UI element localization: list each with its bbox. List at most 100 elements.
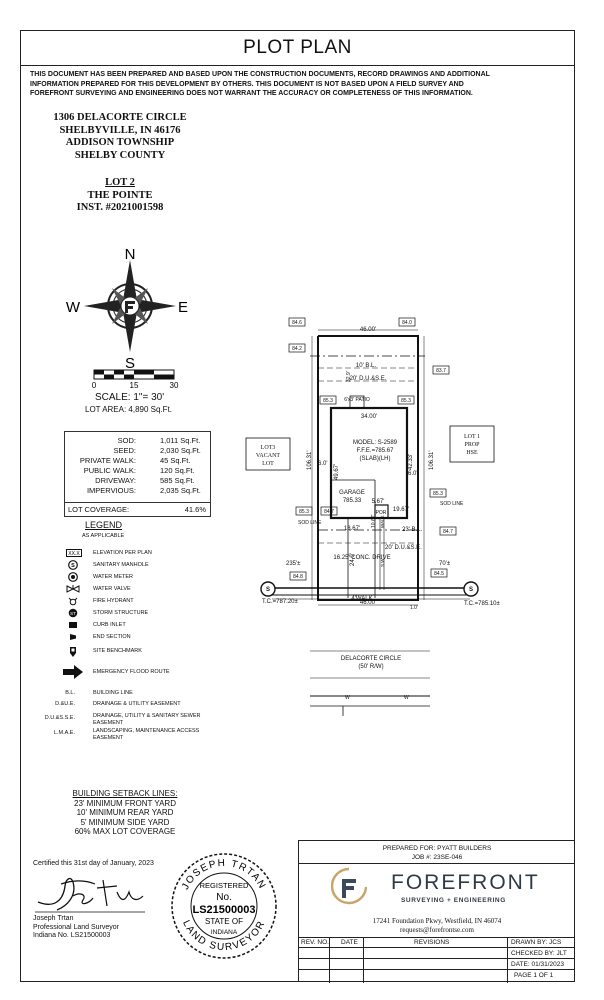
setback-title: BUILDING SETBACK LINES: [72,789,178,798]
rear-setback: 32.9' [346,371,352,382]
elev-label: 84.6 [292,320,302,326]
porch-label: POR [376,510,387,516]
water-meter-icon [68,572,78,582]
lot-number: LOT 2 [105,177,135,188]
legend-item: S SANITARY MANHOLE [30,560,230,572]
company-address: 17241 Foundation Pkwy, Westfield, IN 460… [372,917,502,925]
disclaimer-line: INFORMATION PREPARED FOR THIS DEVELOPMEN… [30,80,464,88]
address-city: SHELBYVILLE, IN 46176 [59,124,181,136]
width-top: 46.00' [360,327,376,333]
brand-tagline: SURVEYING + ENGINEERING [401,897,506,904]
legend-item: XX.X ELEVATION PER PLAN [30,548,230,560]
legend-subtitle: AS APPLICABLE [82,533,125,539]
water-valve-icon [66,585,80,593]
front-easement: 20' D.U.&S.E. [385,545,422,551]
garage-label: GARAGE [339,490,365,496]
setback-line: 23' MINIMUM FRONT YARD [74,798,176,808]
model-label: MODEL: S-2589 [353,440,398,446]
prepared-for: PREPARED FOR: PYATT BUILDERS [382,845,492,852]
garage-elevation: 785.33 [343,498,362,504]
lot-boundary [317,335,419,601]
seal-indiana: INDIANA [211,929,238,936]
legend-label: ELEVATION PER PLAN [93,550,152,556]
lot1-line: LOT 1 [464,434,480,440]
stat-key: IMPERVIOUS: [86,486,136,495]
front-building-line: 23' B.L. [402,527,422,533]
forefront-logo-icon [331,867,367,905]
lot1-line: HSE [466,450,478,456]
stat-row: SOD: 1,011 Sq.Ft. [65,436,210,446]
walk-offset: 1.0' [410,605,418,611]
rev-no-header: REV. NO. [301,939,329,946]
porch-depth: 10.67' [371,514,377,528]
legend-label: WATER METER [93,574,134,580]
north-arrow-icon: N S W E [66,246,188,370]
disclaimer-line: FOREFRONT SURVEYING AND ENGINEERING DOES… [30,90,473,97]
sanitary-manhole-icon: S [68,560,78,570]
house-footprint [329,406,409,520]
stat-key: PUBLIC WALK: [83,466,136,475]
scale-label: SCALE: 1"= 30' [95,392,165,403]
stat-key: SOD: [117,436,136,445]
coverage-key: LOT COVERAGE: [68,505,130,514]
surveyor-signature [35,877,145,913]
abbr-value: DRAINAGE, UTILITY & SANITARY SEWER EASEM… [93,713,201,726]
elev-label: 85.3 [323,398,333,404]
legend-item: EMERGENCY FLOOD ROUTE [30,664,230,680]
width-bottom: 46.00' [360,600,376,606]
stat-row: IMPERVIOUS:2,035 Sq.Ft. [65,486,210,496]
seal-state: STATE OF [205,917,243,926]
elevation-box-icon: XX.X [66,549,82,557]
abbr-item: D.U.&S.S.E. DRAINAGE, UTILITY & SANITARY… [30,713,230,727]
water-line: W [345,695,350,701]
area-summary-table: SOD:1,011 Sq.Ft. SEED:2,030 Sq.Ft. PRIVA… [64,431,211,517]
title-block: PREPARED FOR: PYATT BUILDERS JOB #: 23SE… [298,840,575,983]
lot-coverage-row: LOT COVERAGE: 41.6% [65,502,210,516]
abbr-item: L.M.A.E. LANDSCAPING, MAINTENANCE ACCESS… [30,728,230,742]
patio [349,395,365,409]
site-benchmark-icon [70,647,76,657]
drawn-by: DRAWN BY: JCS [511,939,562,946]
tc-right: T.C.=785.10± [464,601,501,607]
sod-line-right: SOD LINE [440,501,464,507]
abbr-item: B.L. BUILDING LINE [30,690,230,702]
abbr-key: B.L. [65,690,75,696]
abbr-value: LANDSCAPING, MAINTENANCE ACCESS EASEMENT [93,728,200,741]
svg-text:XX.X: XX.X [68,551,80,557]
storm-structure-icon: ST [68,608,78,618]
curb-cut-right: 70'± [439,561,451,567]
lot1-box [449,425,495,463]
right-of-way: (50' R/W) [358,664,383,670]
lot-area: LOT AREA: 4,890 Sq.Ft. [85,405,173,414]
subdivision-name: THE POINTE [87,189,153,201]
address-township: ADDISON TOWNSHIP [65,137,175,148]
disclaimer: THIS DOCUMENT HAS BEEN PREPARED AND BASE… [30,70,570,99]
abbr-key: D.&U.E. [55,701,75,707]
manhole-label: S [266,587,270,593]
legend-label: FIRE HYDRANT [93,598,134,604]
legend-item: CURB INLET [30,620,230,632]
surveyor-seal: JOSEPH TRTAN LAND SURVEYOR REGISTERED No… [171,853,277,959]
scale-tick: 0 [92,381,97,390]
rear-easement: 20' D.U.&S.E. [350,376,387,382]
page-number: PAGE 1 OF 1 [514,972,554,979]
seal-number: LS21500003 [193,904,256,916]
job-number: JOB #: 23SE-046 [411,854,463,861]
elev-label: 84.5 [434,571,444,577]
depth-left: 106.31' [307,451,313,471]
company-email[interactable]: requests@forefrontse.com [400,926,474,934]
compass-n: N [125,246,136,263]
elev-label: 84.7 [443,529,453,535]
compass-w: W [66,299,81,316]
end-section-icon [70,634,76,640]
stat-value: 1,011 Sq.Ft. [160,436,201,445]
stat-value: 45 Sq.Ft. [160,456,191,465]
elev-label: 84.8 [293,574,303,580]
house-depth-left: 49.67' [334,464,340,480]
abbr-item: D.&U.E. DRAINAGE & UTILITY EASEMENT [30,701,230,713]
elev-label: 85.3 [299,509,309,515]
depth-right: 106.31' [429,451,435,471]
page-title: PLOT PLAN [20,30,575,66]
lot1-line: PROP [464,442,480,448]
